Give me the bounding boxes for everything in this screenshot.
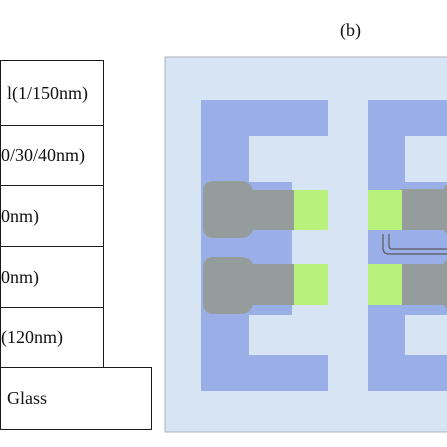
pad-left-bottom — [203, 257, 295, 314]
electrode-right-gap-top — [405, 136, 447, 182]
connector-trace — [382, 234, 447, 255]
stack-layer-ito: (120nm) — [0, 307, 104, 368]
figure-label: (b) — [340, 20, 361, 40]
pad-right-top — [401, 189, 447, 230]
stack-layer-htl: 0/30/40nm) — [0, 125, 104, 186]
stack-layer-glass: Glass — [0, 367, 152, 430]
connector-trace-inner — [388, 234, 447, 250]
stack-layer-eml: 0nm) — [0, 185, 104, 247]
pad-right-bottom — [401, 264, 447, 305]
stack-layer-etl-label: 0nm) — [1, 266, 39, 287]
active-pixel-3 — [368, 190, 402, 230]
electrode-right-gap-bottom — [405, 315, 447, 355]
stack-layer-glass-label: Glass — [7, 388, 47, 408]
electrode-left — [201, 100, 328, 391]
stack-layer-eml-label: 0nm) — [1, 205, 39, 226]
stack-layer-al-label: l(1/150nm) — [7, 82, 88, 103]
stack-layer-ito-label: (120nm) — [1, 327, 63, 347]
stack-layer-al: l(1/150nm) — [0, 60, 104, 126]
pad-right-top-end — [440, 184, 447, 234]
active-pixel-4 — [368, 264, 402, 305]
active-pixel-2 — [294, 264, 328, 305]
pad-right-bottom-end — [440, 259, 447, 309]
pad-left-top — [203, 181, 295, 238]
stack-layer-htl-label: 0/30/40nm) — [1, 145, 85, 165]
active-pixel-1 — [294, 190, 328, 230]
